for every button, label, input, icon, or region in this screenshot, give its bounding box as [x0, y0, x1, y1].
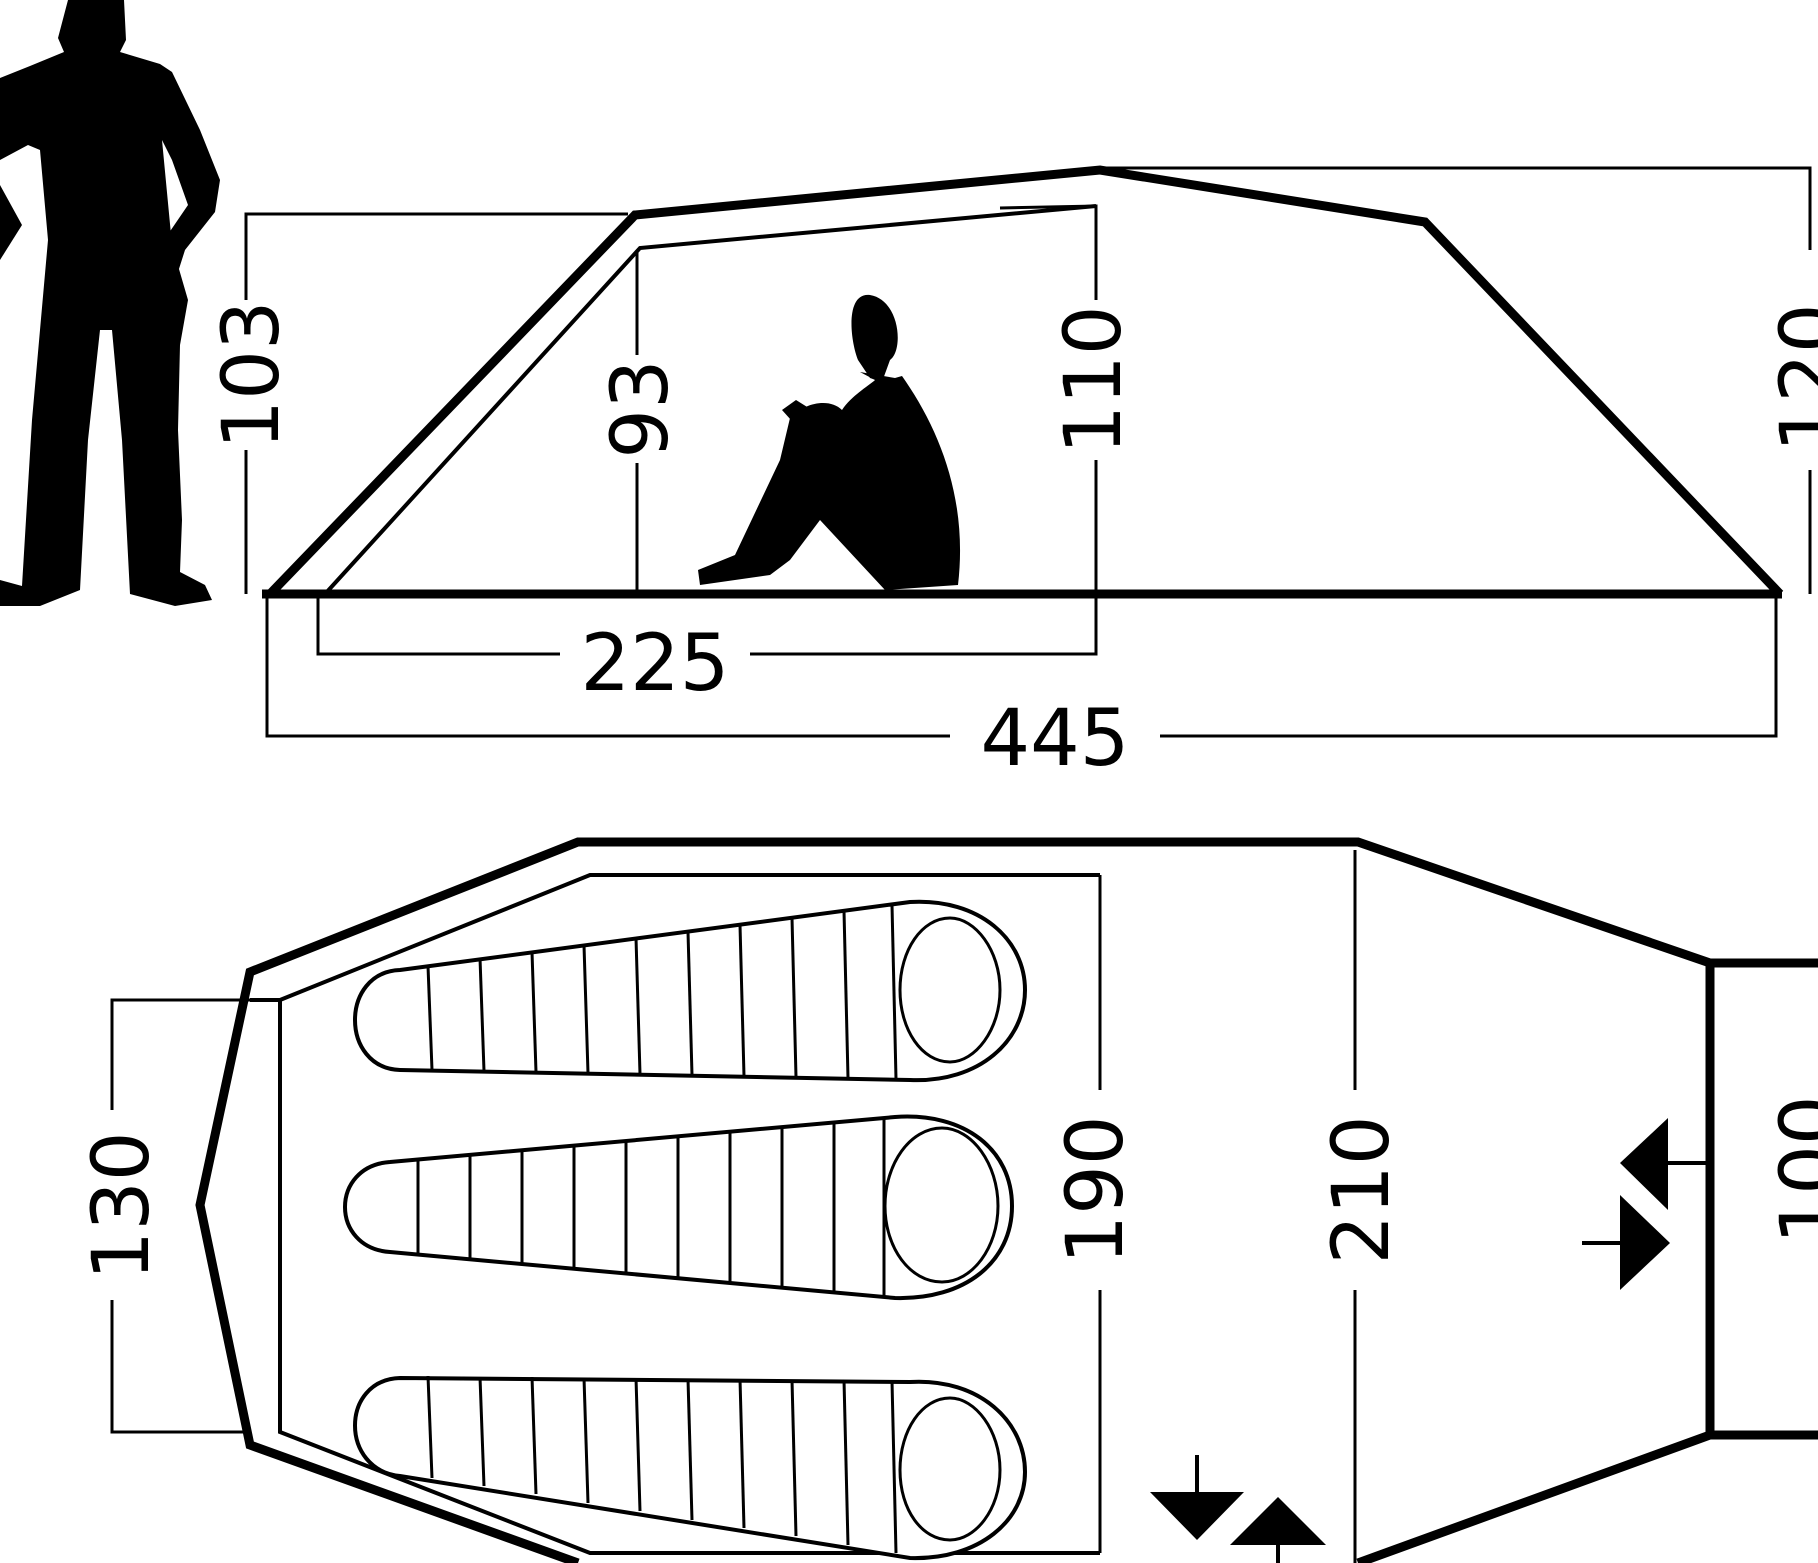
floor-plan: 130 190 210 100	[77, 837, 1818, 1563]
inner-tent-outline	[323, 204, 1097, 596]
sitting-person-icon	[698, 294, 961, 590]
dim-label-93: 93	[596, 359, 686, 458]
side-view: 103 93 110 120 225	[0, 0, 1818, 784]
dimension-210: 210	[1317, 850, 1407, 1563]
sleeping-bag-icon	[343, 1114, 1015, 1301]
dimension-100: 100	[1765, 1070, 1818, 1270]
dimension-445: 445	[265, 594, 1778, 784]
dimension-225: 225	[316, 594, 1098, 709]
standing-person-icon	[0, 0, 220, 606]
door-arrows-icon	[1150, 1455, 1326, 1563]
dim-label-100: 100	[1765, 1096, 1818, 1245]
outer-tent-outline	[266, 165, 1784, 598]
dim-label-190: 190	[1051, 1116, 1141, 1265]
door-arrows-icon	[1582, 1118, 1710, 1290]
dimension-190: 190	[1051, 875, 1141, 1553]
dimension-110: 110	[999, 204, 1139, 594]
dimension-120: 120	[1100, 166, 1818, 594]
dim-label-130: 130	[77, 1132, 167, 1281]
dimension-130: 130	[77, 998, 280, 1434]
dimension-93: 93	[596, 250, 686, 594]
sleeping-bag-icon	[353, 1375, 1028, 1561]
dim-label-120: 120	[1765, 304, 1818, 453]
dim-label-210: 210	[1317, 1116, 1407, 1265]
inner-tent-floor	[278, 873, 1100, 1555]
dimension-103: 103	[207, 212, 628, 594]
dim-label-110: 110	[1049, 306, 1139, 455]
dim-label-225: 225	[581, 619, 730, 709]
sleeping-bag-icon	[353, 899, 1028, 1083]
dim-label-445: 445	[981, 694, 1130, 784]
dim-label-103: 103	[207, 301, 297, 450]
outer-footprint	[195, 837, 1818, 1563]
